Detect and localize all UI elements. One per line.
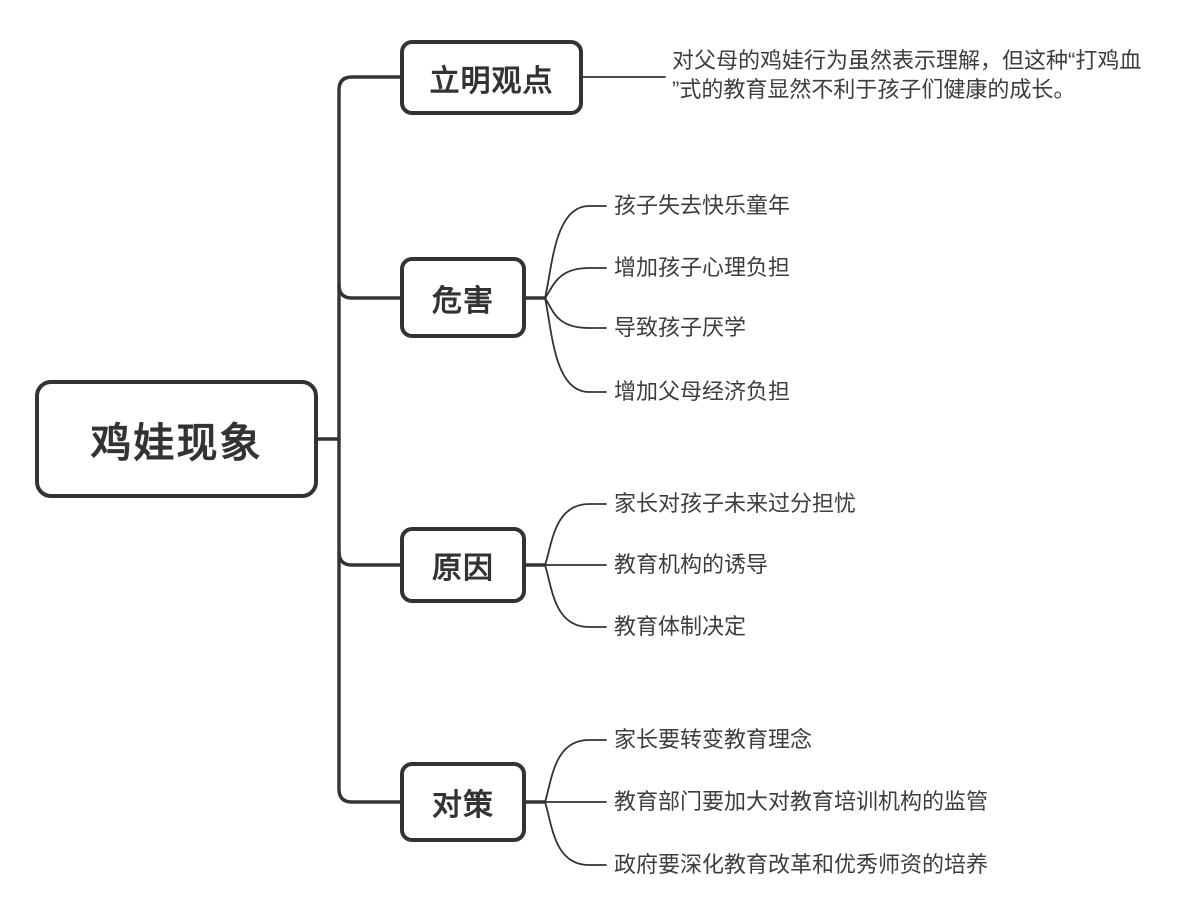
leaf-harms-2[interactable]: 增加孩子心理负担 bbox=[614, 255, 791, 280]
branch-node-harms-label: 危害 bbox=[432, 284, 494, 318]
leaf-harms-1[interactable]: 孩子失去快乐童年 bbox=[614, 193, 791, 218]
leaf-countermeasures-3[interactable]: 政府要深化教育改革和优秀师资的培养 bbox=[614, 852, 989, 877]
branch-node-countermeasures-label: 对策 bbox=[432, 789, 494, 822]
branch-node-causes-label: 原因 bbox=[432, 552, 494, 585]
leaf-causes-1[interactable]: 家长对孩子未来过分担忧 bbox=[614, 491, 857, 516]
connector-elbow-causes bbox=[337, 550, 402, 567]
leaf-causes-2[interactable]: 教育机构的诱导 bbox=[614, 552, 769, 577]
leaf-causes-3[interactable]: 教育体制决定 bbox=[614, 614, 747, 639]
root-node-label: 鸡娃现象 bbox=[90, 420, 263, 466]
connector-countermeasures-1 bbox=[544, 739, 607, 803]
connector-harms-3 bbox=[544, 297, 607, 329]
connector-causes-3 bbox=[544, 564, 607, 628]
connector-trunk bbox=[337, 75, 402, 804]
connector-harms-1 bbox=[544, 205, 607, 299]
branch-node-causes[interactable]: 原因 bbox=[400, 527, 526, 603]
viewpoint-note-line-2: ”式的教育显然不利于孩子们健康的成长。 bbox=[672, 77, 1076, 102]
branch-node-countermeasures[interactable]: 对策 bbox=[400, 762, 526, 842]
root-node[interactable]: 鸡娃现象 bbox=[35, 380, 318, 498]
leaf-countermeasures-2[interactable]: 教育部门要加大对教育培训机构的监管 bbox=[614, 789, 989, 814]
viewpoint-note-line-1: 对父母的鸡娃行为虽然表示理解，但这种“打鸡血 bbox=[672, 48, 1142, 73]
branch-node-viewpoint-label: 立明观点 bbox=[429, 64, 554, 98]
connector-harms-4 bbox=[544, 297, 607, 393]
connector-harms-2 bbox=[544, 267, 607, 299]
connector-causes-1 bbox=[544, 503, 607, 566]
leaf-harms-4[interactable]: 增加父母经济负担 bbox=[614, 379, 791, 404]
leaf-harms-3[interactable]: 导致孩子厌学 bbox=[614, 315, 747, 340]
branch-node-viewpoint[interactable]: 立明观点 bbox=[400, 40, 583, 115]
connector-elbow-harms bbox=[337, 283, 402, 300]
connector-countermeasures-3 bbox=[544, 801, 607, 866]
branch-node-harms[interactable]: 危害 bbox=[400, 257, 526, 338]
viewpoint-note[interactable]: 对父母的鸡娃行为虽然表示理解，但这种“打鸡血 ”式的教育显然不利于孩子们健康的成… bbox=[672, 46, 1187, 104]
leaf-countermeasures-1[interactable]: 家长要转变教育理念 bbox=[614, 727, 813, 752]
